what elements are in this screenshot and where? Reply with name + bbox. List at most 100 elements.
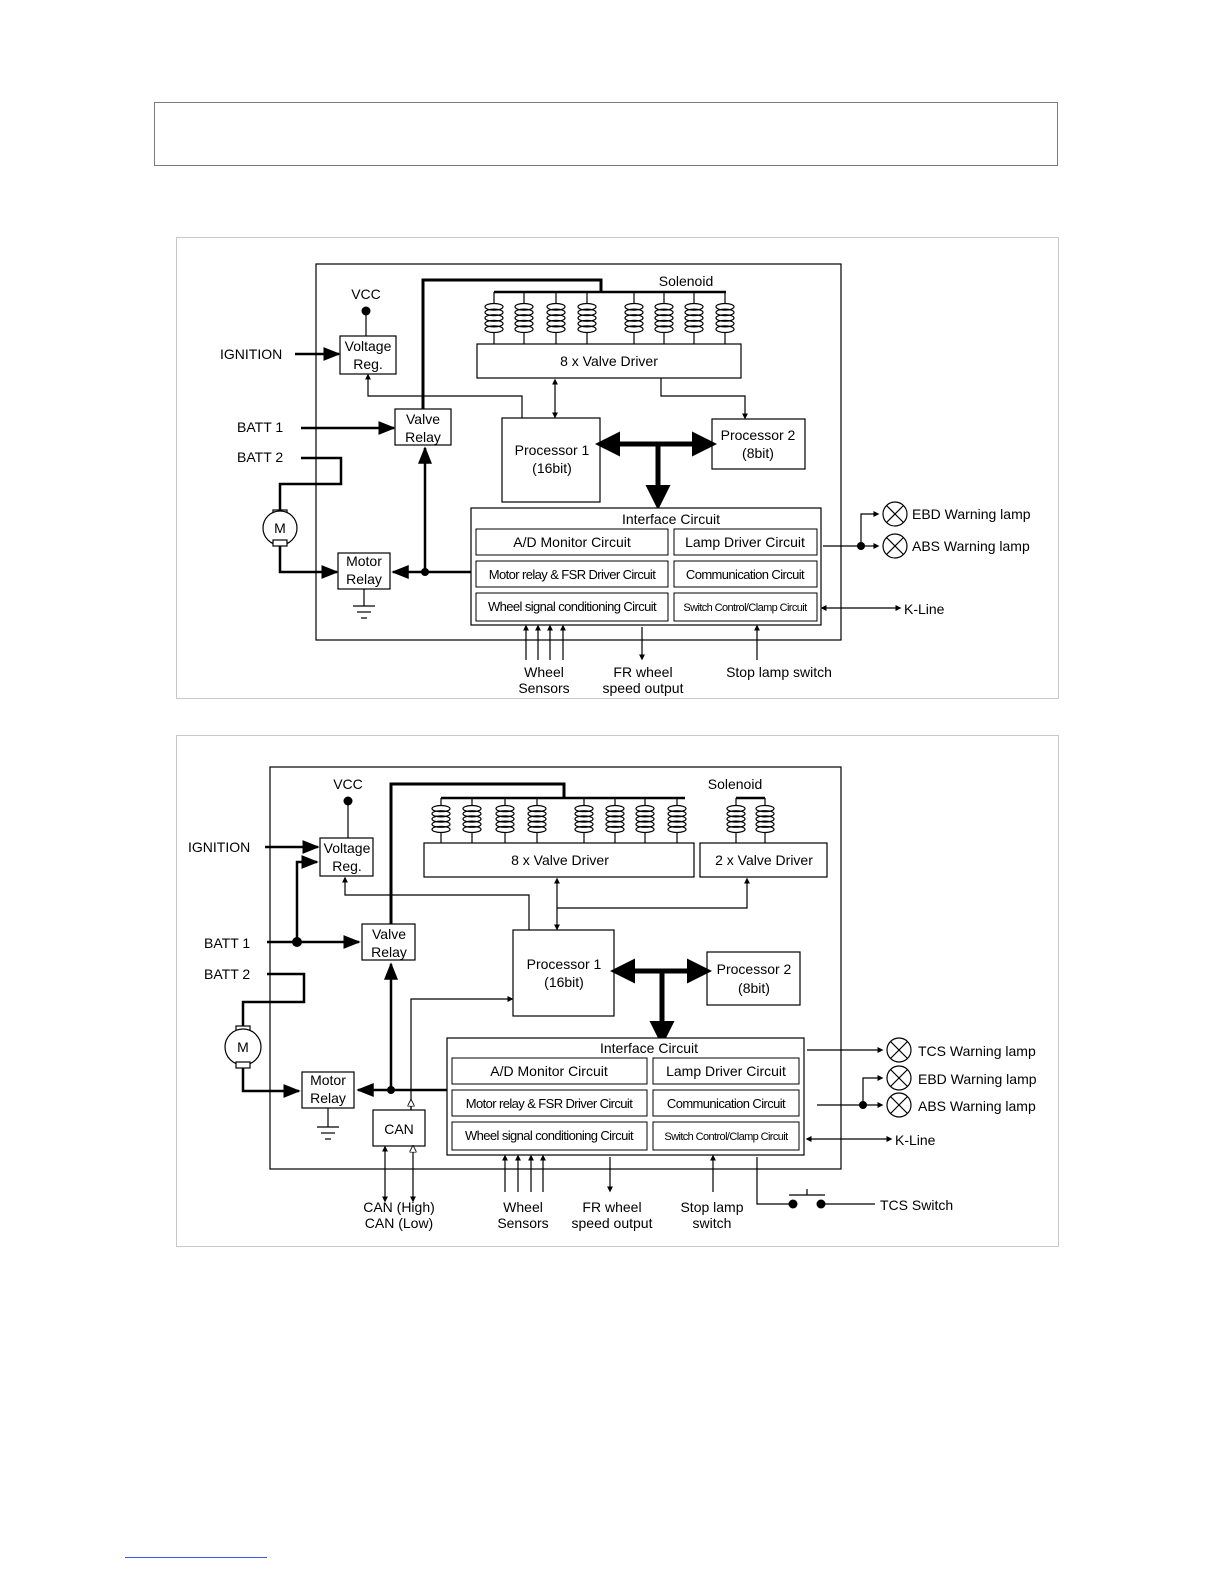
processor2-line2: (8bit) bbox=[742, 445, 774, 461]
ecu-box bbox=[315, 263, 842, 641]
solenoid-coil-icon bbox=[635, 798, 655, 844]
header-box bbox=[154, 102, 1058, 166]
footer-link-underline[interactable] bbox=[125, 1557, 267, 1558]
ebd-lamp-icon bbox=[886, 1065, 912, 1091]
valve-relay-line1: Valve bbox=[372, 926, 406, 942]
motor-relay-fsr-box bbox=[451, 1089, 648, 1117]
valve-relay-line2: Relay bbox=[405, 429, 441, 445]
switch-control-label: Switch Control/Clamp Circuit bbox=[664, 1131, 788, 1143]
tcs-switch-label: TCS Switch bbox=[880, 1197, 953, 1213]
can-high-label: CAN (High) bbox=[363, 1199, 435, 1215]
ignition-label: IGNITION bbox=[188, 839, 250, 855]
abs-tcs-block-diagram: Solenoid 8 x Valve Driver 2 x Valve Driv… bbox=[188, 766, 1037, 1231]
ebd-lamp-label: EBD Warning lamp bbox=[912, 506, 1031, 522]
processor1-line2: (16bit) bbox=[544, 974, 584, 990]
tcs-lamp-icon bbox=[886, 1037, 912, 1063]
valve-driver-2-label: 2 x Valve Driver bbox=[715, 852, 813, 868]
stop-lamp-line2: switch bbox=[693, 1215, 732, 1231]
can-module bbox=[372, 1109, 426, 1147]
ecu-box bbox=[269, 766, 842, 1170]
communication-label: Communication Circuit bbox=[667, 1096, 786, 1111]
interface-label: Interface Circuit bbox=[600, 1040, 698, 1056]
lamp-driver-label: Lamp Driver Circuit bbox=[666, 1063, 786, 1079]
wheel-sensors-line2: Sensors bbox=[518, 680, 569, 696]
abs-lamp-icon bbox=[886, 1092, 912, 1118]
abs-lamp-label: ABS Warning lamp bbox=[918, 1098, 1036, 1114]
kline-label: K-Line bbox=[904, 601, 945, 617]
processor1-line1: Processor 1 bbox=[515, 442, 590, 458]
communication-label: Communication Circuit bbox=[686, 567, 805, 582]
valve-driver-8 bbox=[476, 343, 742, 379]
valve-driver-8-label: 8 x Valve Driver bbox=[560, 353, 658, 369]
solenoid-coil-icon bbox=[484, 292, 504, 344]
motor-relay-fsr-box bbox=[475, 560, 669, 588]
motor-relay bbox=[301, 1071, 355, 1109]
solenoid-coil-icon bbox=[726, 798, 746, 844]
communication-box bbox=[673, 560, 818, 588]
fr-wheel-line2: speed output bbox=[572, 1215, 653, 1231]
wheel-sensors-line2: Sensors bbox=[497, 1215, 548, 1231]
voltage-reg-line1: Voltage bbox=[345, 338, 392, 354]
solenoid-coil-icon bbox=[574, 798, 594, 844]
processor1-line1: Processor 1 bbox=[527, 956, 602, 972]
kline-label: K-Line bbox=[895, 1132, 936, 1148]
valve-relay-line1: Valve bbox=[406, 411, 440, 427]
solenoid-coil-icon bbox=[527, 798, 547, 844]
solenoid-coil-icon bbox=[624, 292, 644, 344]
lamp-driver-box bbox=[652, 1057, 800, 1085]
abs-lamp-icon bbox=[882, 533, 908, 559]
tcs-lamp-label: TCS Warning lamp bbox=[918, 1043, 1036, 1059]
solenoid-coils bbox=[484, 290, 735, 344]
solenoid-coil-icon bbox=[462, 798, 482, 844]
motor-relay-fsr-label: Motor relay & FSR Driver Circuit bbox=[489, 567, 656, 582]
batt2-label: BATT 2 bbox=[204, 966, 250, 982]
wheel-signal-box bbox=[475, 592, 669, 622]
valve-relay bbox=[394, 408, 452, 446]
wheel-sensors-line1: Wheel bbox=[503, 1199, 543, 1215]
wheel-signal-box bbox=[451, 1121, 648, 1151]
solenoid-coil-icon bbox=[715, 292, 735, 344]
batt2-label: BATT 2 bbox=[237, 449, 283, 465]
lamp-driver-label: Lamp Driver Circuit bbox=[685, 534, 805, 550]
voltage-reg-line1: Voltage bbox=[324, 840, 371, 856]
solenoid-coil-icon bbox=[755, 798, 775, 844]
processor2-line1: Processor 2 bbox=[717, 961, 792, 977]
interface-label: Interface Circuit bbox=[622, 511, 720, 527]
solenoid-label: Solenoid bbox=[708, 776, 763, 792]
solenoid-coil-icon bbox=[431, 798, 451, 844]
solenoid-coil-icon bbox=[577, 292, 597, 344]
tcs-switch-icon bbox=[788, 1189, 826, 1209]
stop-lamp-label: Stop lamp switch bbox=[726, 664, 832, 680]
switch-control-label: Switch Control/Clamp Circuit bbox=[683, 602, 807, 614]
abs-block-diagram-panel: Solenoid 8 x Valve Driver VCC Voltage Re… bbox=[176, 237, 1059, 699]
stop-lamp-line1: Stop lamp bbox=[680, 1199, 743, 1215]
valve-driver-8 bbox=[423, 842, 695, 878]
processor-1 bbox=[501, 417, 601, 503]
ignition-label: IGNITION bbox=[220, 346, 282, 362]
abs-lamp-label: ABS Warning lamp bbox=[912, 538, 1030, 554]
motor-relay-line1: Motor bbox=[346, 553, 382, 569]
wheel-signal-label: Wheel signal conditioning Circuit bbox=[465, 1128, 634, 1143]
solenoid-coil-icon bbox=[605, 798, 625, 844]
solenoid-coil-icon bbox=[514, 292, 534, 344]
ad-monitor-box bbox=[451, 1057, 648, 1085]
ebd-lamp-icon bbox=[882, 501, 908, 527]
processor-2 bbox=[706, 951, 801, 1006]
vcc-label: VCC bbox=[333, 776, 363, 792]
ground-icon bbox=[353, 589, 375, 619]
ad-monitor-label: A/D Monitor Circuit bbox=[513, 534, 631, 550]
valve-relay bbox=[361, 923, 416, 961]
voltage-reg-line2: Reg. bbox=[332, 858, 362, 874]
ad-monitor-label: A/D Monitor Circuit bbox=[490, 1063, 608, 1079]
motor-label: M bbox=[237, 1039, 249, 1055]
ebd-lamp-label: EBD Warning lamp bbox=[918, 1071, 1037, 1087]
motor-relay-line2: Relay bbox=[310, 1090, 346, 1106]
motor-relay-fsr-label: Motor relay & FSR Driver Circuit bbox=[466, 1096, 633, 1111]
can-label: CAN bbox=[384, 1121, 414, 1137]
processor2-line1: Processor 2 bbox=[721, 427, 796, 443]
power-bus-line bbox=[389, 782, 566, 924]
fr-wheel-line1: FR wheel bbox=[582, 1199, 641, 1215]
valve-driver-2 bbox=[699, 842, 828, 878]
power-bus-line bbox=[421, 278, 603, 409]
batt1-label: BATT 1 bbox=[204, 935, 250, 951]
